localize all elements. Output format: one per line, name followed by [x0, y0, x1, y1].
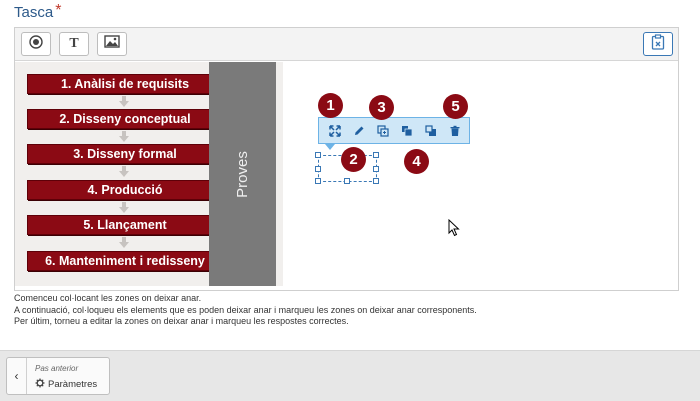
callout-badge-1: 1	[318, 93, 343, 118]
send-back-icon[interactable]	[424, 124, 438, 138]
add-dropzone-button[interactable]	[21, 32, 51, 56]
clear-all-button[interactable]	[643, 32, 673, 56]
callout-badge-2: 2	[341, 147, 366, 172]
footer-bar	[0, 350, 700, 401]
diagram-arrow	[119, 237, 129, 248]
diagram-step: 5. Llançament	[27, 215, 223, 235]
diagram-step: 6. Manteniment i redisseny	[27, 251, 223, 271]
previous-step-label: Pas anterior	[35, 364, 79, 373]
side-label-bar: Proves	[209, 62, 276, 286]
dropzone-toolbar	[318, 117, 470, 150]
edit-icon[interactable]	[352, 124, 366, 138]
resize-handle[interactable]	[373, 152, 379, 158]
copy-icon[interactable]	[376, 124, 390, 138]
diagram-step: 3. Disseny formal	[27, 144, 223, 164]
resize-handle[interactable]	[315, 152, 321, 158]
text-icon: T	[69, 36, 79, 51]
diagram-arrow	[119, 166, 129, 177]
section-title: Tasca*	[14, 2, 62, 22]
clipboard-delete-icon	[651, 33, 665, 55]
help-line: A continuació, col·loqueu els elements q…	[14, 304, 477, 315]
editor-canvas[interactable]: 1. Anàlisi de requisits 2. Disseny conce…	[15, 62, 678, 290]
required-mark: *	[55, 2, 62, 19]
resize-handle[interactable]	[315, 166, 321, 172]
add-text-button[interactable]: T	[59, 32, 89, 56]
resize-handle[interactable]	[344, 178, 350, 184]
callout-badge-5: 5	[443, 94, 468, 119]
resize-handle[interactable]	[373, 166, 379, 172]
diagram-arrow	[119, 96, 129, 107]
drag-drop-editor: T 1. Anàlisi de requisits 2. Disseny con…	[14, 27, 679, 291]
diagram-arrow	[119, 202, 129, 213]
previous-step-button[interactable]: ‹ Pas anterior Paràmetres	[6, 357, 110, 395]
add-image-button[interactable]	[97, 32, 127, 56]
target-icon	[29, 34, 43, 54]
diagram-step: 4. Producció	[27, 180, 223, 200]
section-title-text: Tasca	[14, 4, 54, 21]
callout-badge-3: 3	[369, 95, 394, 120]
gear-icon	[35, 378, 45, 391]
side-label: Proves	[234, 150, 251, 198]
mouse-cursor-icon	[448, 218, 460, 242]
previous-step-target: Paràmetres	[35, 378, 97, 391]
image-icon	[104, 35, 120, 53]
chevron-left-icon: ‹	[7, 358, 27, 394]
diagram-step: 1. Anàlisi de requisits	[27, 74, 223, 94]
callout-badge-4: 4	[404, 149, 429, 174]
help-line: Per últim, torneu a editar la zones on d…	[14, 316, 349, 326]
previous-step-target-text: Paràmetres	[48, 379, 98, 390]
resize-icon[interactable]	[328, 124, 342, 138]
help-text: Comenceu col·locant les zones on deixar …	[14, 293, 477, 328]
background-diagram: 1. Anàlisi de requisits 2. Disseny conce…	[15, 62, 283, 286]
delete-icon[interactable]	[448, 124, 462, 138]
resize-handle[interactable]	[373, 178, 379, 184]
bring-front-icon[interactable]	[400, 124, 414, 138]
help-line: Comenceu col·locant les zones on deixar …	[14, 293, 202, 303]
diagram-step: 2. Disseny conceptual	[27, 109, 223, 129]
resize-handle[interactable]	[315, 178, 321, 184]
editor-toolbar: T	[15, 28, 678, 61]
diagram-arrow	[119, 131, 129, 142]
